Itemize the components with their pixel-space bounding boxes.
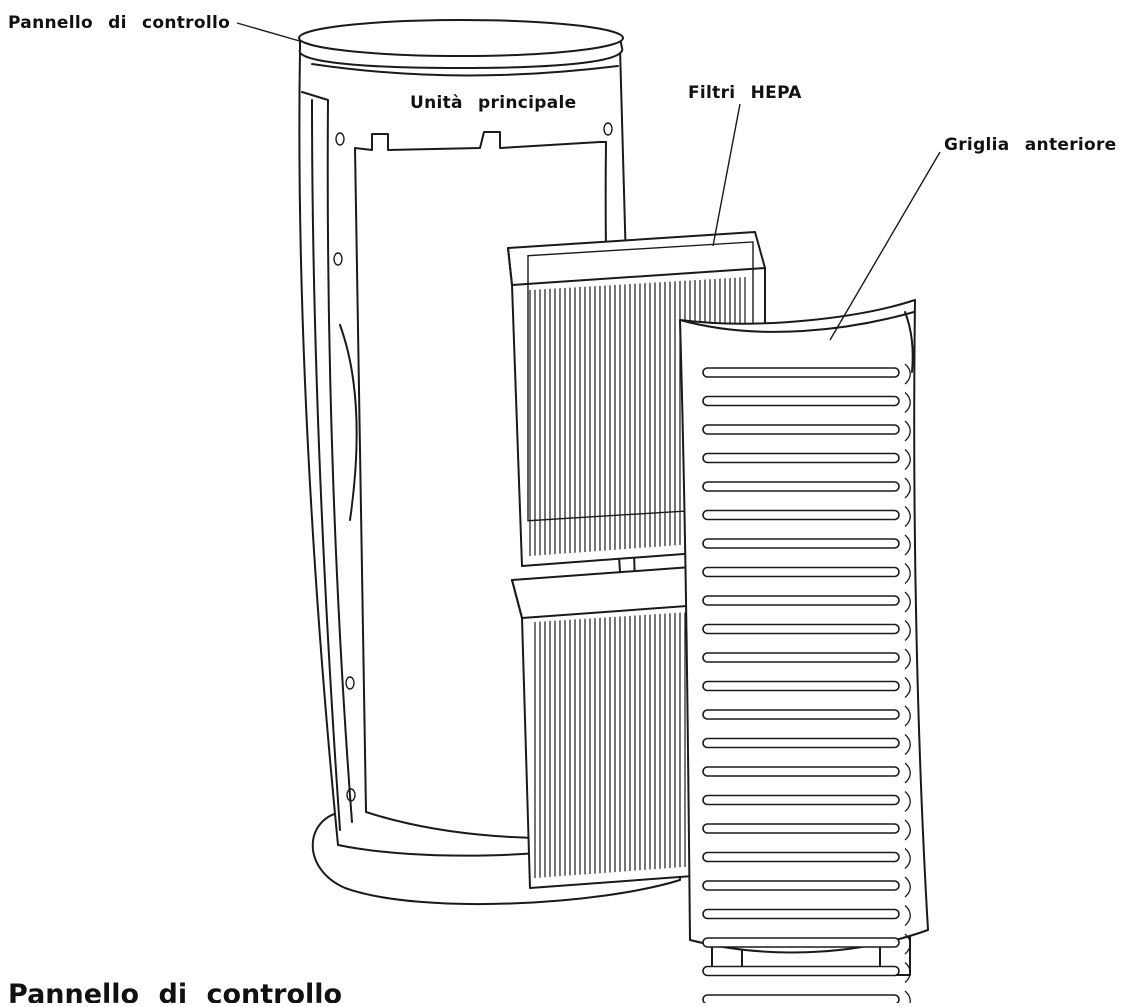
grille-rib (904, 620, 911, 641)
grille-rib (904, 990, 911, 1007)
grille-slot (702, 737, 900, 749)
screw-hole (346, 788, 356, 802)
grille-slot (702, 680, 900, 692)
grille-slot (702, 538, 900, 549)
grille-slot (702, 652, 900, 663)
grille-rib (904, 677, 911, 698)
grille-rib (904, 705, 911, 727)
leader-line-hepa-filters (712, 103, 741, 247)
front-grille-drawing (679, 299, 929, 1007)
grille-slot (702, 595, 900, 606)
grille-slot (702, 794, 900, 806)
leader-line-front-grille (829, 151, 941, 341)
screw-hole (345, 676, 355, 690)
grille-rib (904, 962, 911, 983)
grille-rib (904, 819, 911, 841)
grille-rib (904, 477, 911, 499)
grille-rib (904, 876, 911, 898)
screw-hole (335, 132, 345, 146)
grille-slot (702, 965, 900, 977)
grille-slot (702, 766, 900, 777)
control-panel-drawing (298, 19, 624, 69)
grille-rib (904, 905, 911, 926)
grille-slot (702, 424, 900, 435)
grille-rib (904, 848, 911, 869)
grille-rib (904, 363, 911, 385)
grille-rib (904, 762, 911, 784)
label-hepa-filters: Filtri HEPA (688, 83, 802, 103)
grille-slot (702, 908, 900, 920)
grille-slot (702, 367, 900, 378)
label-front-grille: Griglia anteriore (944, 135, 1117, 155)
grille-slots (702, 363, 911, 1007)
label-main-unit: Unità principale (410, 93, 576, 113)
grille-slot (702, 709, 900, 720)
grille-rib (904, 591, 911, 613)
grille-rib (904, 648, 911, 670)
grille-rib (904, 791, 911, 812)
grille-slot (702, 566, 900, 578)
grille-rib (904, 506, 911, 527)
label-control-panel: Pannello di controllo (8, 13, 230, 33)
grille-slot (702, 880, 900, 891)
grille-slot (702, 509, 900, 521)
section-heading: Pannello di controllo (8, 979, 342, 1003)
screw-hole (333, 252, 343, 266)
grille-slot (702, 823, 900, 834)
grille-slot (702, 481, 900, 492)
grille-rib (904, 563, 911, 584)
grille-slot (702, 395, 900, 407)
grille-rib (904, 420, 911, 442)
grille-slot (702, 994, 900, 1005)
grille-slot (702, 452, 900, 464)
grille-rib (904, 933, 911, 955)
grille-rib (904, 392, 911, 413)
grille-rib (904, 734, 911, 755)
grille-rib (904, 449, 911, 470)
grille-rib (904, 534, 911, 556)
screw-hole (603, 122, 613, 136)
grille-slot (702, 623, 900, 635)
leader-line-control-panel (236, 22, 311, 45)
grille-slot (702, 851, 900, 863)
grille-slot (702, 937, 900, 948)
